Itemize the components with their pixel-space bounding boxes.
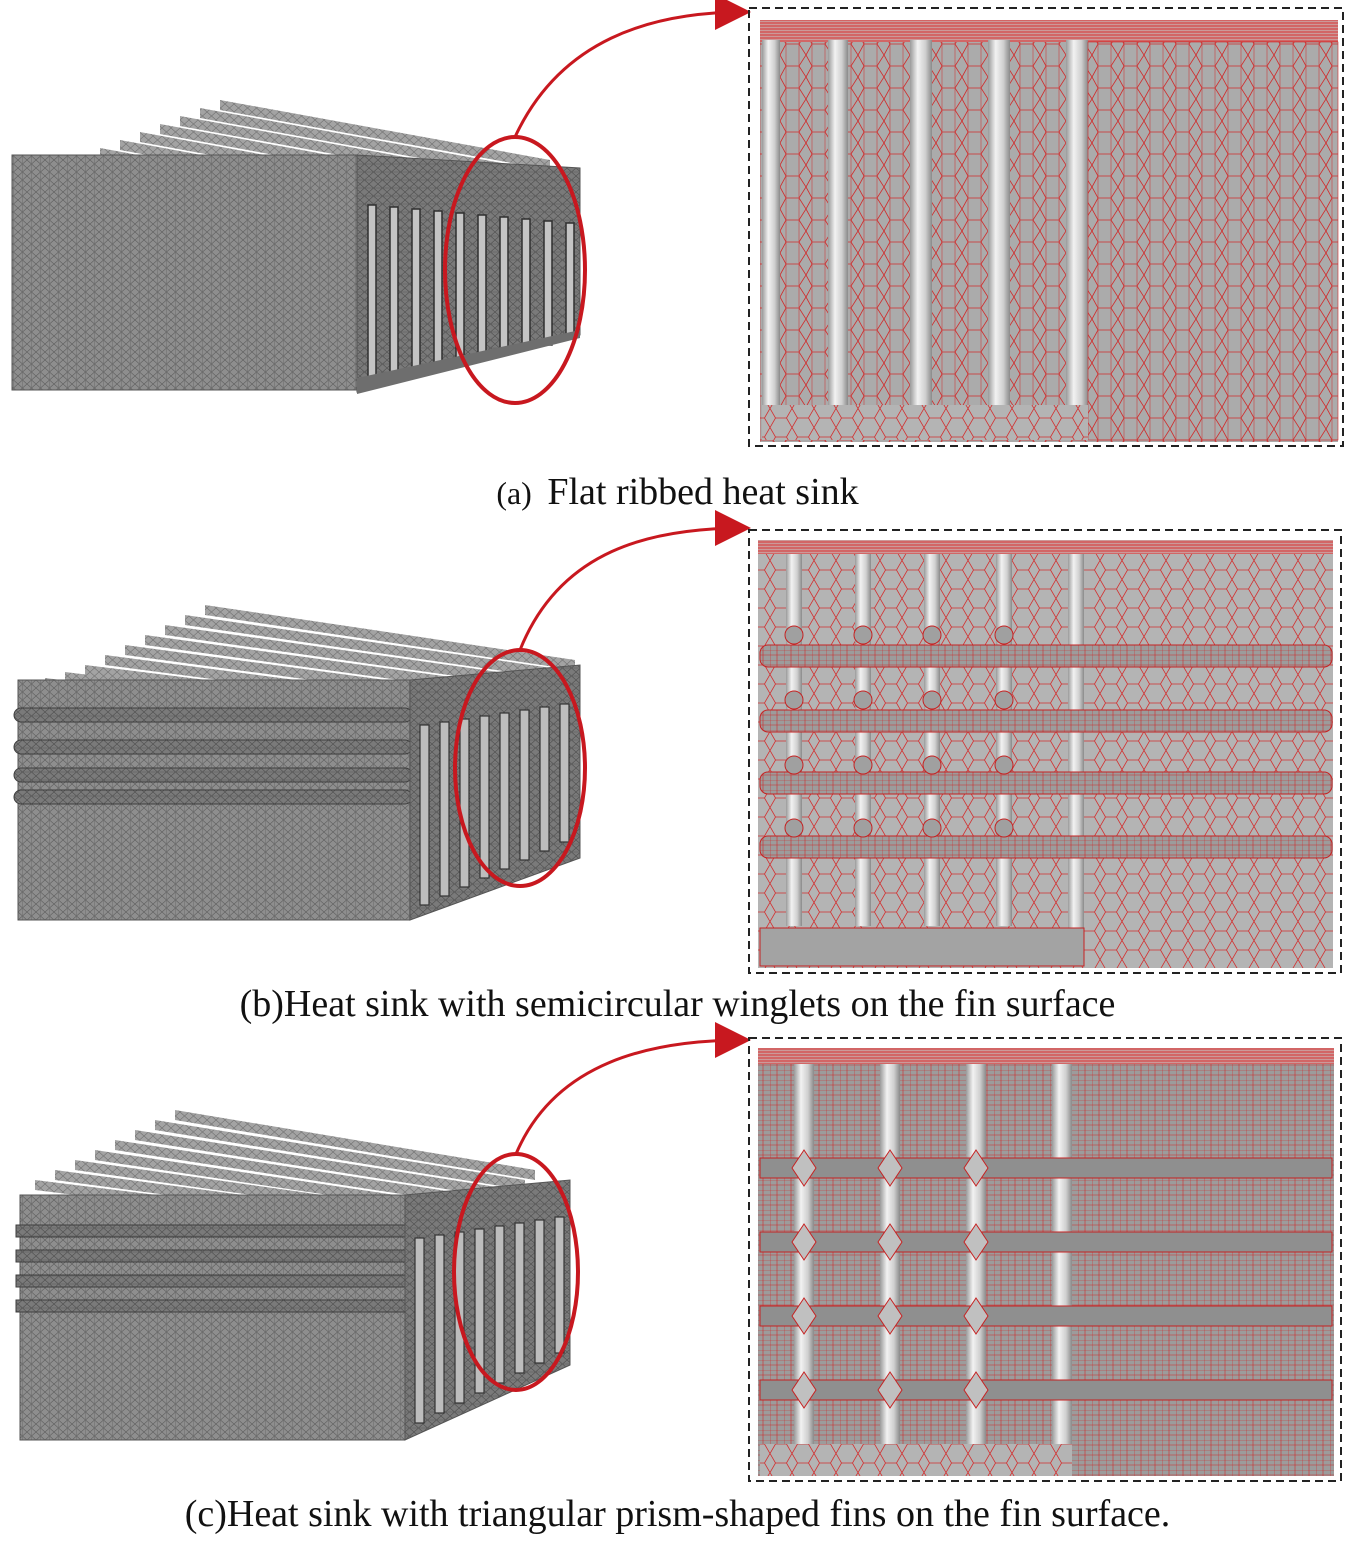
caption-b-text: Heat sink with semicircular winglets on …	[283, 983, 1116, 1025]
overview-prism-rows-c	[15, 1224, 409, 1313]
panel-a	[11, 0, 1344, 447]
zoom-frame-c	[748, 1037, 1342, 1482]
caption-b-label: (b)	[239, 983, 284, 1025]
overview-triangular-heat-sink	[15, 1110, 571, 1441]
zoom-winglet-bumps-b	[784, 625, 1014, 838]
callout-arrow-c	[514, 1022, 751, 1155]
zoom-frame-a	[748, 7, 1344, 447]
zoom-frame-b	[748, 529, 1342, 974]
zoom-winglet-rows-b	[759, 644, 1333, 859]
overview-winglet-rows-b	[13, 707, 413, 805]
caption-a: (a) Flat ribbed heat sink	[0, 470, 1355, 514]
caption-a-label: (a)	[496, 475, 532, 511]
zoom-view-a	[760, 20, 1339, 442]
caption-b: (b)Heat sink with semicircular winglets …	[0, 982, 1355, 1026]
zoom-prism-bumps-c	[791, 1149, 989, 1409]
overview-semicircular-heat-sink	[13, 605, 581, 921]
caption-c-label: (c)	[184, 1493, 227, 1535]
overview-front-face	[11, 154, 358, 391]
caption-c: (c)Heat sink with triangular prism-shape…	[0, 1492, 1355, 1536]
overview-side-face-b	[409, 664, 581, 921]
panel-b	[13, 510, 1342, 974]
overview-side-face-c	[404, 1179, 571, 1441]
caption-c-text: Heat sink with triangular prism-shaped f…	[226, 1493, 1171, 1535]
zoom-view-b	[758, 540, 1333, 968]
caption-a-text: Flat ribbed heat sink	[547, 471, 859, 513]
panel-c	[15, 1022, 1342, 1482]
callout-arrow-b	[518, 510, 751, 651]
overview-fin-ends-b	[419, 703, 570, 906]
overview-flat-heat-sink	[11, 100, 581, 394]
overview-fin-ends	[367, 204, 575, 378]
callout-arrow-a	[513, 0, 751, 138]
zoom-prism-rows-c	[759, 1157, 1333, 1401]
zoom-view-c	[758, 1048, 1334, 1476]
